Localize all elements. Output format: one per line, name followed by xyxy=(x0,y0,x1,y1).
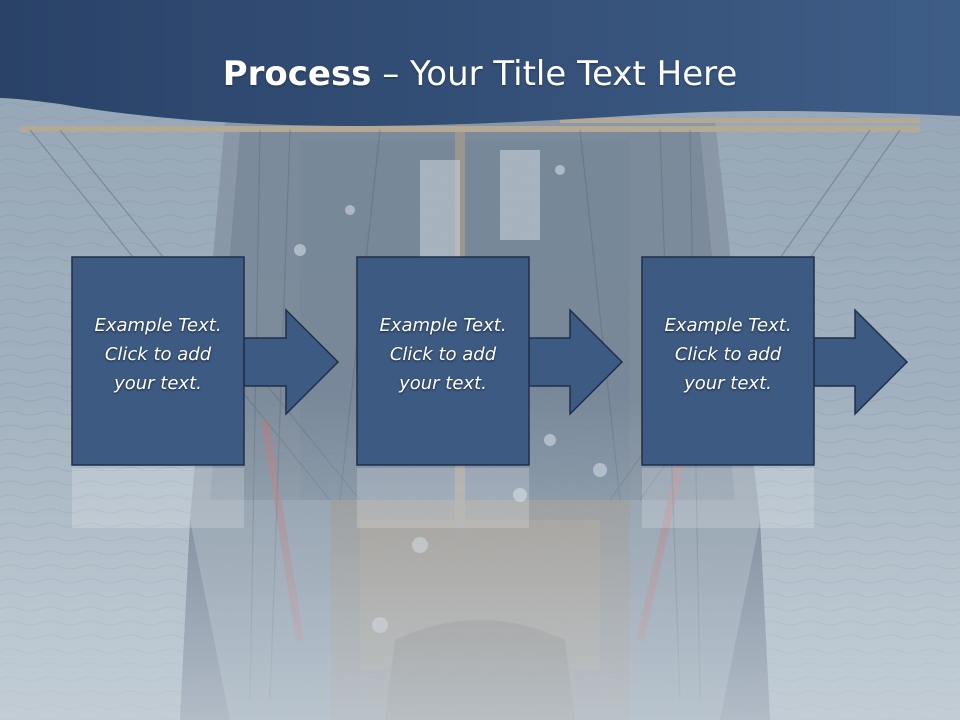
step-3-arrow xyxy=(813,308,909,416)
title-bold: Process xyxy=(222,54,372,94)
step-1-line-1: Example Text. xyxy=(94,315,222,336)
step-3-line-3: your text. xyxy=(684,373,772,394)
step-3-box xyxy=(641,256,815,466)
step-2-arrow xyxy=(528,308,624,416)
step-1-arrow xyxy=(243,308,340,416)
step-2-box xyxy=(356,256,530,466)
step-1-box xyxy=(71,256,245,466)
step-1-line-2: Click to add xyxy=(104,344,212,365)
header-band xyxy=(0,0,960,126)
step-2-line-1: Example Text. xyxy=(379,315,507,336)
step-1-line-3: your text. xyxy=(114,373,202,394)
step-2-line-3: your text. xyxy=(399,373,487,394)
step-3-line-1: Example Text. xyxy=(664,315,792,336)
step-3-text[interactable]: Example Text. Click to add your text. xyxy=(642,311,814,398)
title-rest: – Your Title Text Here xyxy=(371,54,738,94)
step-2-text[interactable]: Example Text. Click to add your text. xyxy=(357,311,529,398)
step-shapes xyxy=(71,256,909,528)
step-3-line-2: Click to add xyxy=(674,344,782,365)
step-1-text[interactable]: Example Text. Click to add your text. xyxy=(72,311,244,398)
step-2-line-2: Click to add xyxy=(389,344,497,365)
slide-title[interactable]: Process – Your Title Text Here xyxy=(0,52,960,96)
